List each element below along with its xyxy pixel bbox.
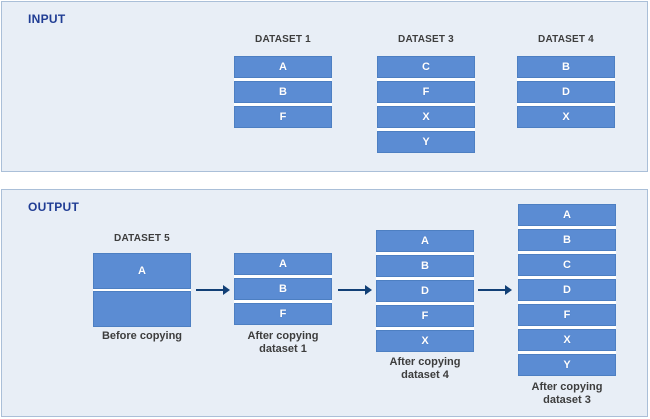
data-block: A — [234, 253, 332, 275]
input-panel: INPUT DATASET 1 A B F DATASET 3 C F X Y … — [1, 1, 648, 172]
data-block: B — [517, 56, 615, 78]
data-block: F — [234, 106, 332, 128]
flow-arrow — [196, 285, 230, 295]
data-block: X — [377, 106, 475, 128]
data-block: A — [518, 204, 616, 226]
stage-caption-line: After copying — [531, 381, 603, 393]
data-block-empty — [93, 291, 191, 327]
dataset4-label: DATASET 4 — [538, 34, 594, 45]
arrow-shaft — [478, 289, 507, 291]
stage-caption: After copying dataset 3 — [518, 381, 616, 407]
input-section-title: INPUT — [28, 12, 66, 26]
stage-after-dataset4-column: A B D F X — [376, 230, 474, 352]
output-section-title: OUTPUT — [28, 200, 80, 214]
dataset3-column: C F X Y — [377, 56, 475, 153]
arrow-shaft — [338, 289, 367, 291]
stage-caption-line: dataset 4 — [401, 369, 449, 381]
stage-caption-line: After copying — [389, 356, 461, 368]
dataset4-column: B D X — [517, 56, 615, 128]
data-block: X — [376, 330, 474, 352]
data-block: F — [518, 304, 616, 326]
flow-arrow — [478, 285, 512, 295]
output-panel: OUTPUT DATASET 5 A Before copying A B F … — [1, 189, 648, 417]
data-block: X — [518, 329, 616, 351]
data-block: D — [517, 81, 615, 103]
data-block: F — [376, 305, 474, 327]
stage-caption-line: dataset 1 — [259, 343, 307, 355]
data-block: A — [376, 230, 474, 252]
dataset5-label: DATASET 5 — [114, 233, 170, 244]
flow-arrow — [338, 285, 372, 295]
stage-caption-line: After copying — [247, 330, 319, 342]
data-block: A — [93, 253, 191, 289]
dataset3-label: DATASET 3 — [398, 34, 454, 45]
arrow-head-icon — [365, 285, 372, 295]
data-block: A — [234, 56, 332, 78]
data-block: B — [376, 255, 474, 277]
stage-caption-line: Before copying — [101, 330, 183, 342]
stage-before-copying-column: A — [93, 253, 191, 327]
data-block: D — [518, 279, 616, 301]
data-block: B — [234, 81, 332, 103]
arrow-head-icon — [505, 285, 512, 295]
dataset1-label: DATASET 1 — [255, 34, 311, 45]
stage-caption: Before copying — [93, 330, 191, 343]
data-block: B — [234, 278, 332, 300]
stage-caption-line: dataset 3 — [543, 394, 591, 406]
data-block: C — [518, 254, 616, 276]
arrow-shaft — [196, 289, 225, 291]
data-block: D — [376, 280, 474, 302]
stage-caption: After copying dataset 4 — [376, 356, 474, 382]
data-block: F — [234, 303, 332, 325]
dataset1-column: A B F — [234, 56, 332, 128]
data-block: Y — [518, 354, 616, 376]
data-block: F — [377, 81, 475, 103]
stage-caption: After copying dataset 1 — [234, 330, 332, 356]
stage-after-dataset3-column: A B C D F X Y — [518, 204, 616, 376]
stage-after-dataset1-column: A B F — [234, 253, 332, 325]
arrow-head-icon — [223, 285, 230, 295]
data-block: Y — [377, 131, 475, 153]
data-block: B — [518, 229, 616, 251]
data-block: C — [377, 56, 475, 78]
data-block: X — [517, 106, 615, 128]
